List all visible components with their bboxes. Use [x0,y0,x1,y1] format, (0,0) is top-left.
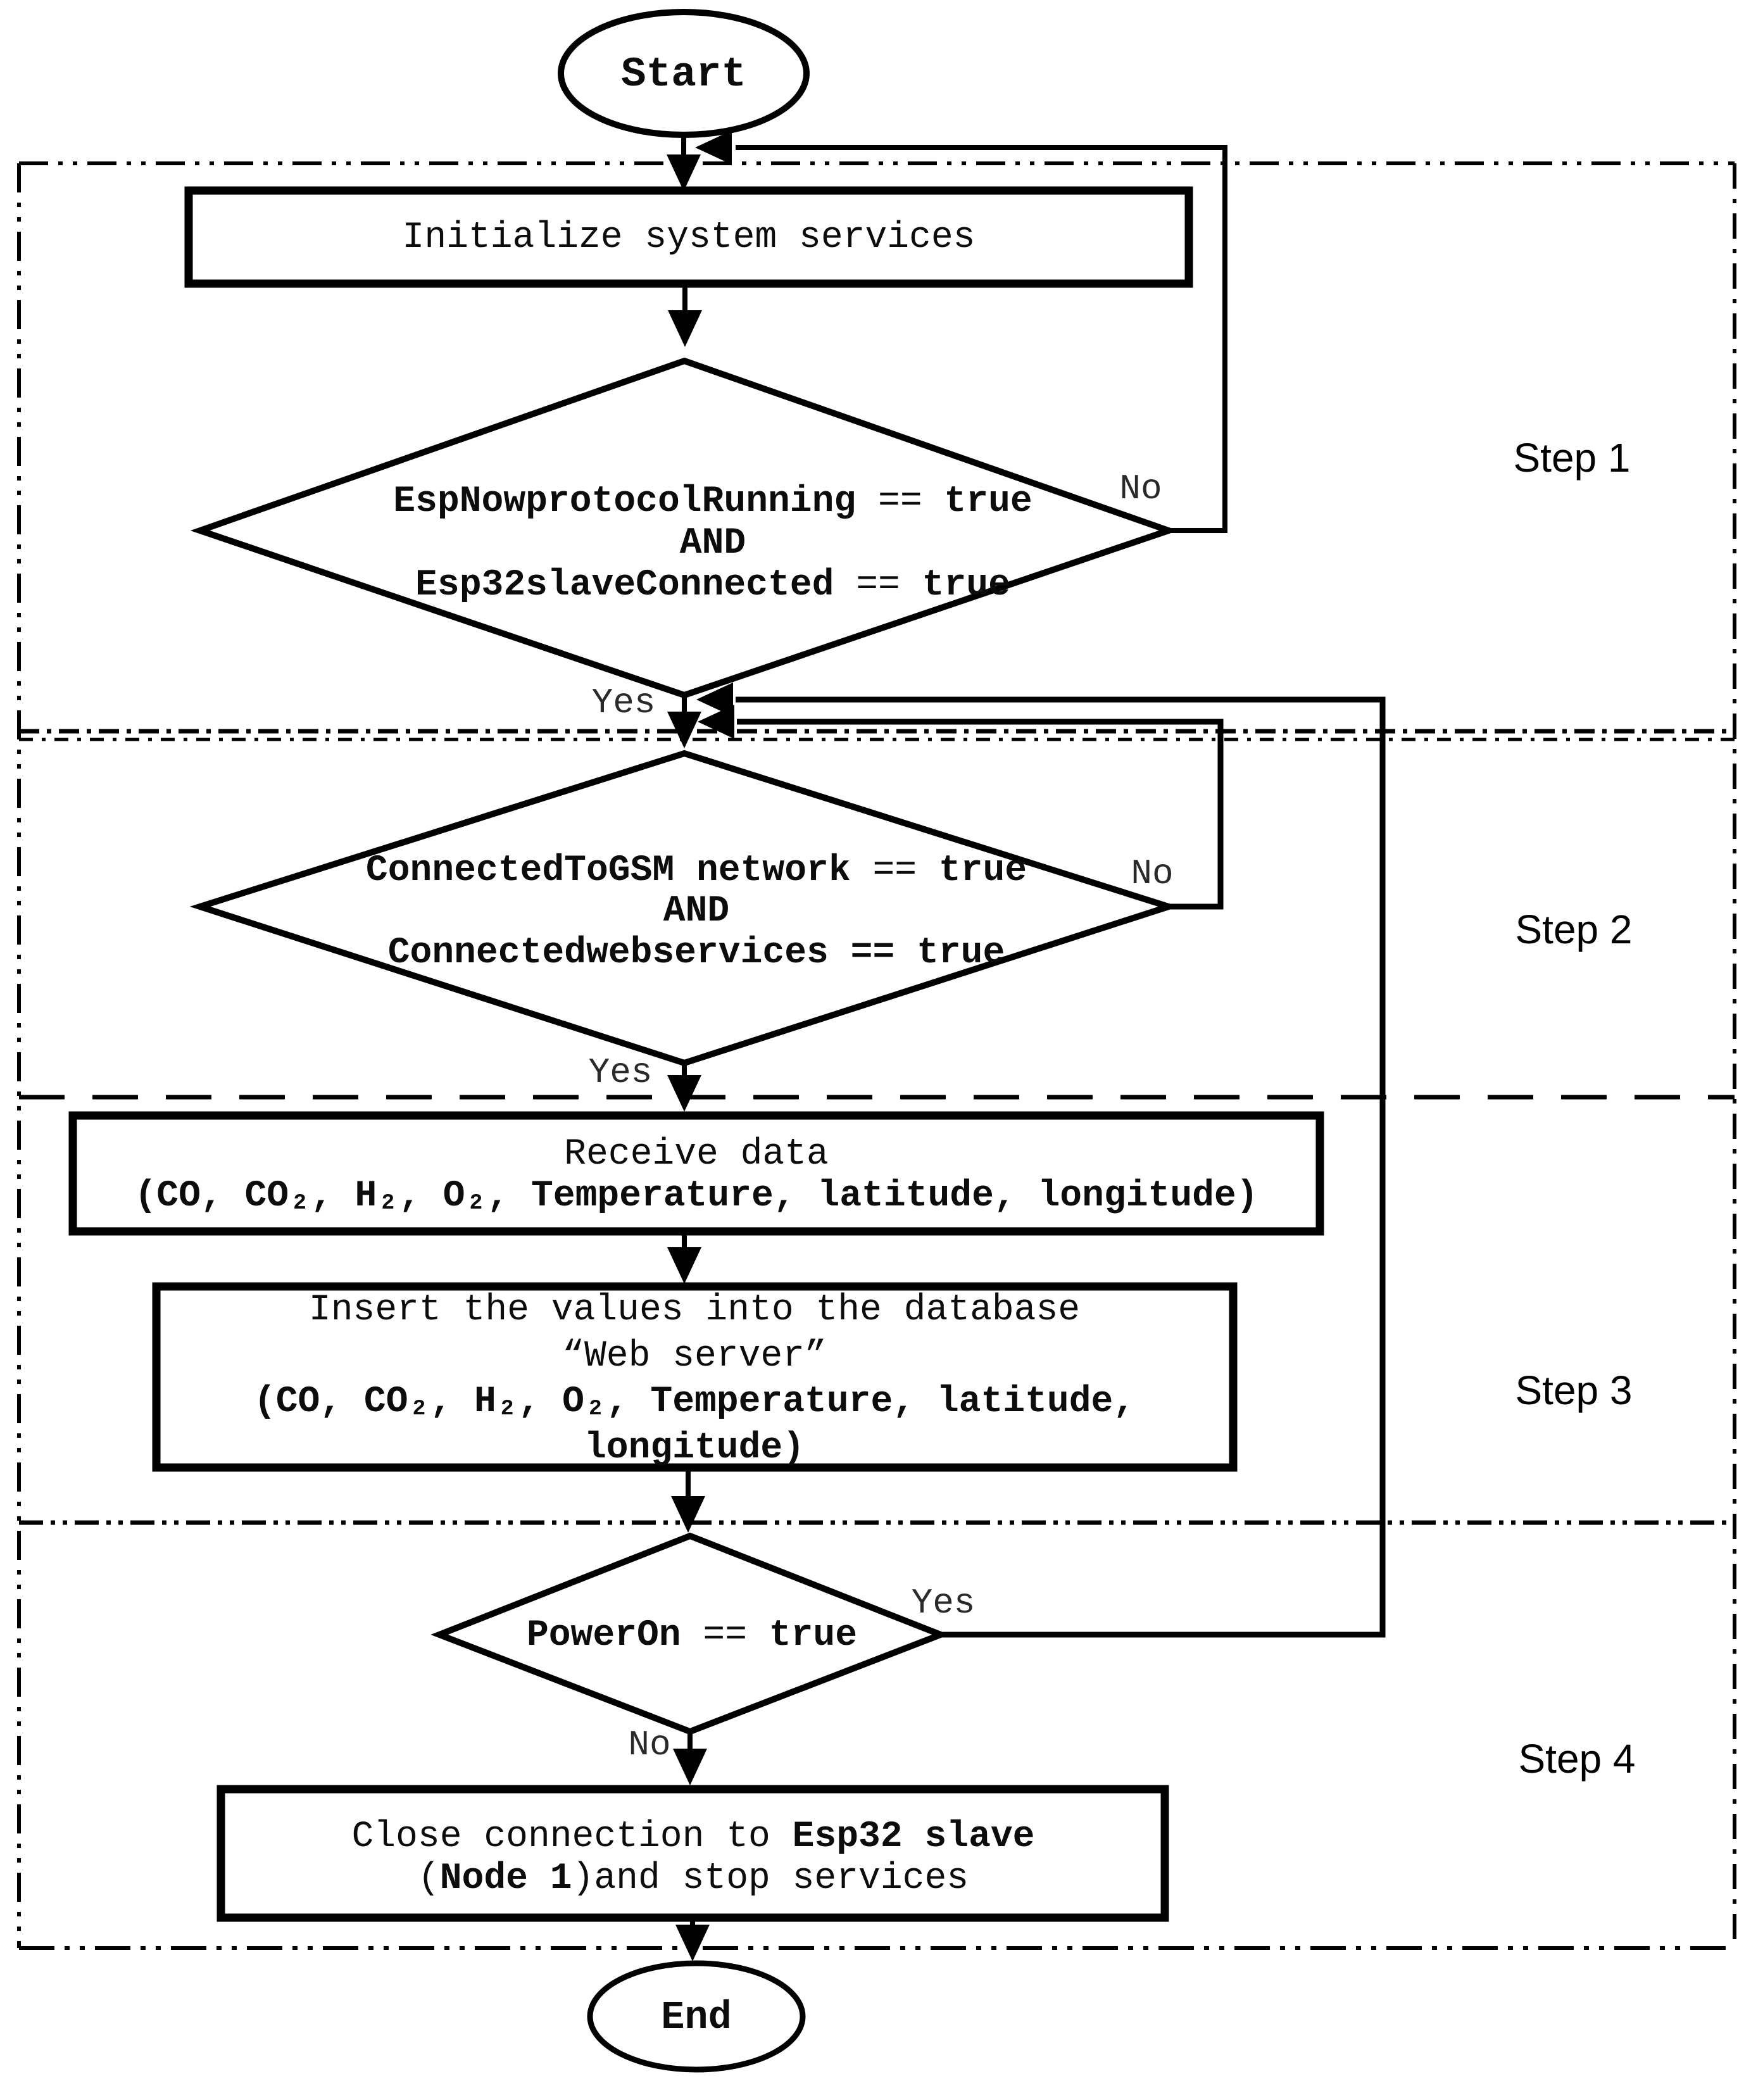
decision1-var1: EspNowprotocolRunning [393,481,857,522]
poweron-op: == [681,1615,769,1656]
close-line2-open-paren: ( [417,1858,440,1899]
decision2-no-label: No [1131,853,1174,894]
arrowhead-into-receive [667,1075,701,1112]
decision2-op1: == [850,850,939,891]
receive-line1: Receive data [564,1134,829,1175]
decision1-op2: == [834,565,922,606]
init-label: Initialize system services [402,217,976,258]
decision2-and: AND [663,891,730,932]
close-line1-bold: Esp32 slave [792,1816,1035,1858]
arrowhead-into-decision1 [668,310,702,347]
arrowhead-into-insert [667,1247,701,1284]
decision2-condition-line2: Connectedwebservices == true [388,935,1005,972]
decision2-op2: == [828,933,917,974]
step2-label: Step 2 [1515,907,1633,952]
arrowhead-no2-return [698,705,734,739]
arrowhead-into-decision2 [667,712,701,748]
step3-label: Step 3 [1515,1368,1633,1413]
arrowhead-into-init [667,154,701,191]
insert-process-shape [152,1282,1238,1472]
decision1-diamond-shape [190,357,1179,699]
insert-line3: (CO, CO₂, H₂, O₂, Temperature, latitude, [253,1381,1136,1423]
step4-label: Step 4 [1518,1736,1636,1782]
decision2-yes-label: Yes [588,1052,653,1093]
decision1-no-label: No [1119,468,1162,509]
end-label: End [661,1995,732,2040]
close-process-shape [217,1785,1169,1922]
insert-line2: “Web server” [562,1336,827,1377]
arrowhead-into-end [675,1925,710,1961]
decision1-condition-line2: Esp32slaveConnected == true [415,567,1010,604]
poweron-no-label: No [628,1725,671,1765]
close-line1-regular: Close connection to [351,1816,793,1858]
poweron-val: true [769,1615,858,1656]
poweron-var: PowerOn [526,1615,681,1656]
arrowhead-poweron-yes-return [696,682,733,717]
decision1-val2: true [922,565,1010,606]
decision2-var1: ConnectedToGSM network [365,850,851,891]
decision1-and: AND [679,523,746,564]
decision1-op1: == [856,481,945,522]
arrowhead-into-close [673,1749,707,1785]
insert-line4: longitude) [584,1428,805,1469]
close-line2-regular: )and stop services [572,1858,969,1899]
end-terminal-shape [587,1960,806,2073]
poweron-yes-label: Yes [911,1583,976,1623]
decision1-yes-label: Yes [591,682,656,723]
close-line2-bold: Node 1 [439,1858,572,1899]
decision2-val1: true [938,850,1027,891]
start-label: Start [620,51,747,98]
start-terminal-shape [558,9,810,138]
insert-line1: Insert the values into the database [308,1290,1081,1331]
decision1-condition-line1: EspNowprotocolRunning == true [393,484,1032,520]
init-process-shape [184,186,1193,288]
decision1-val1: true [944,481,1032,522]
decision2-val2: true [917,933,1005,974]
receive-line2: (CO, CO₂, H₂, O₂, Temperature, latitude,… [134,1176,1258,1217]
receive-process-shape [68,1111,1324,1236]
decision2-diamond-shape [189,750,1179,1067]
decision2-condition-line1: ConnectedToGSM network == true [366,853,1027,890]
edge-decision2-no-loop [737,719,1224,910]
arrowhead-into-poweron [671,1496,705,1533]
poweron-diamond-shape [430,1532,950,1735]
close-line2: (Node 1)and stop services [418,1861,969,1897]
edge-poweron-yes-loop [736,696,1386,1638]
decision2-var2: Connectedwebservices [387,933,829,974]
arrowhead-no1-return [695,130,732,165]
edge-decision1-no-loop [736,145,1227,533]
poweron-condition: PowerOn == true [527,1618,857,1654]
close-line1: Close connection to Esp32 slave [352,1819,1035,1856]
step1-label: Step 1 [1513,435,1631,481]
decision1-var2: Esp32slaveConnected [415,565,834,606]
